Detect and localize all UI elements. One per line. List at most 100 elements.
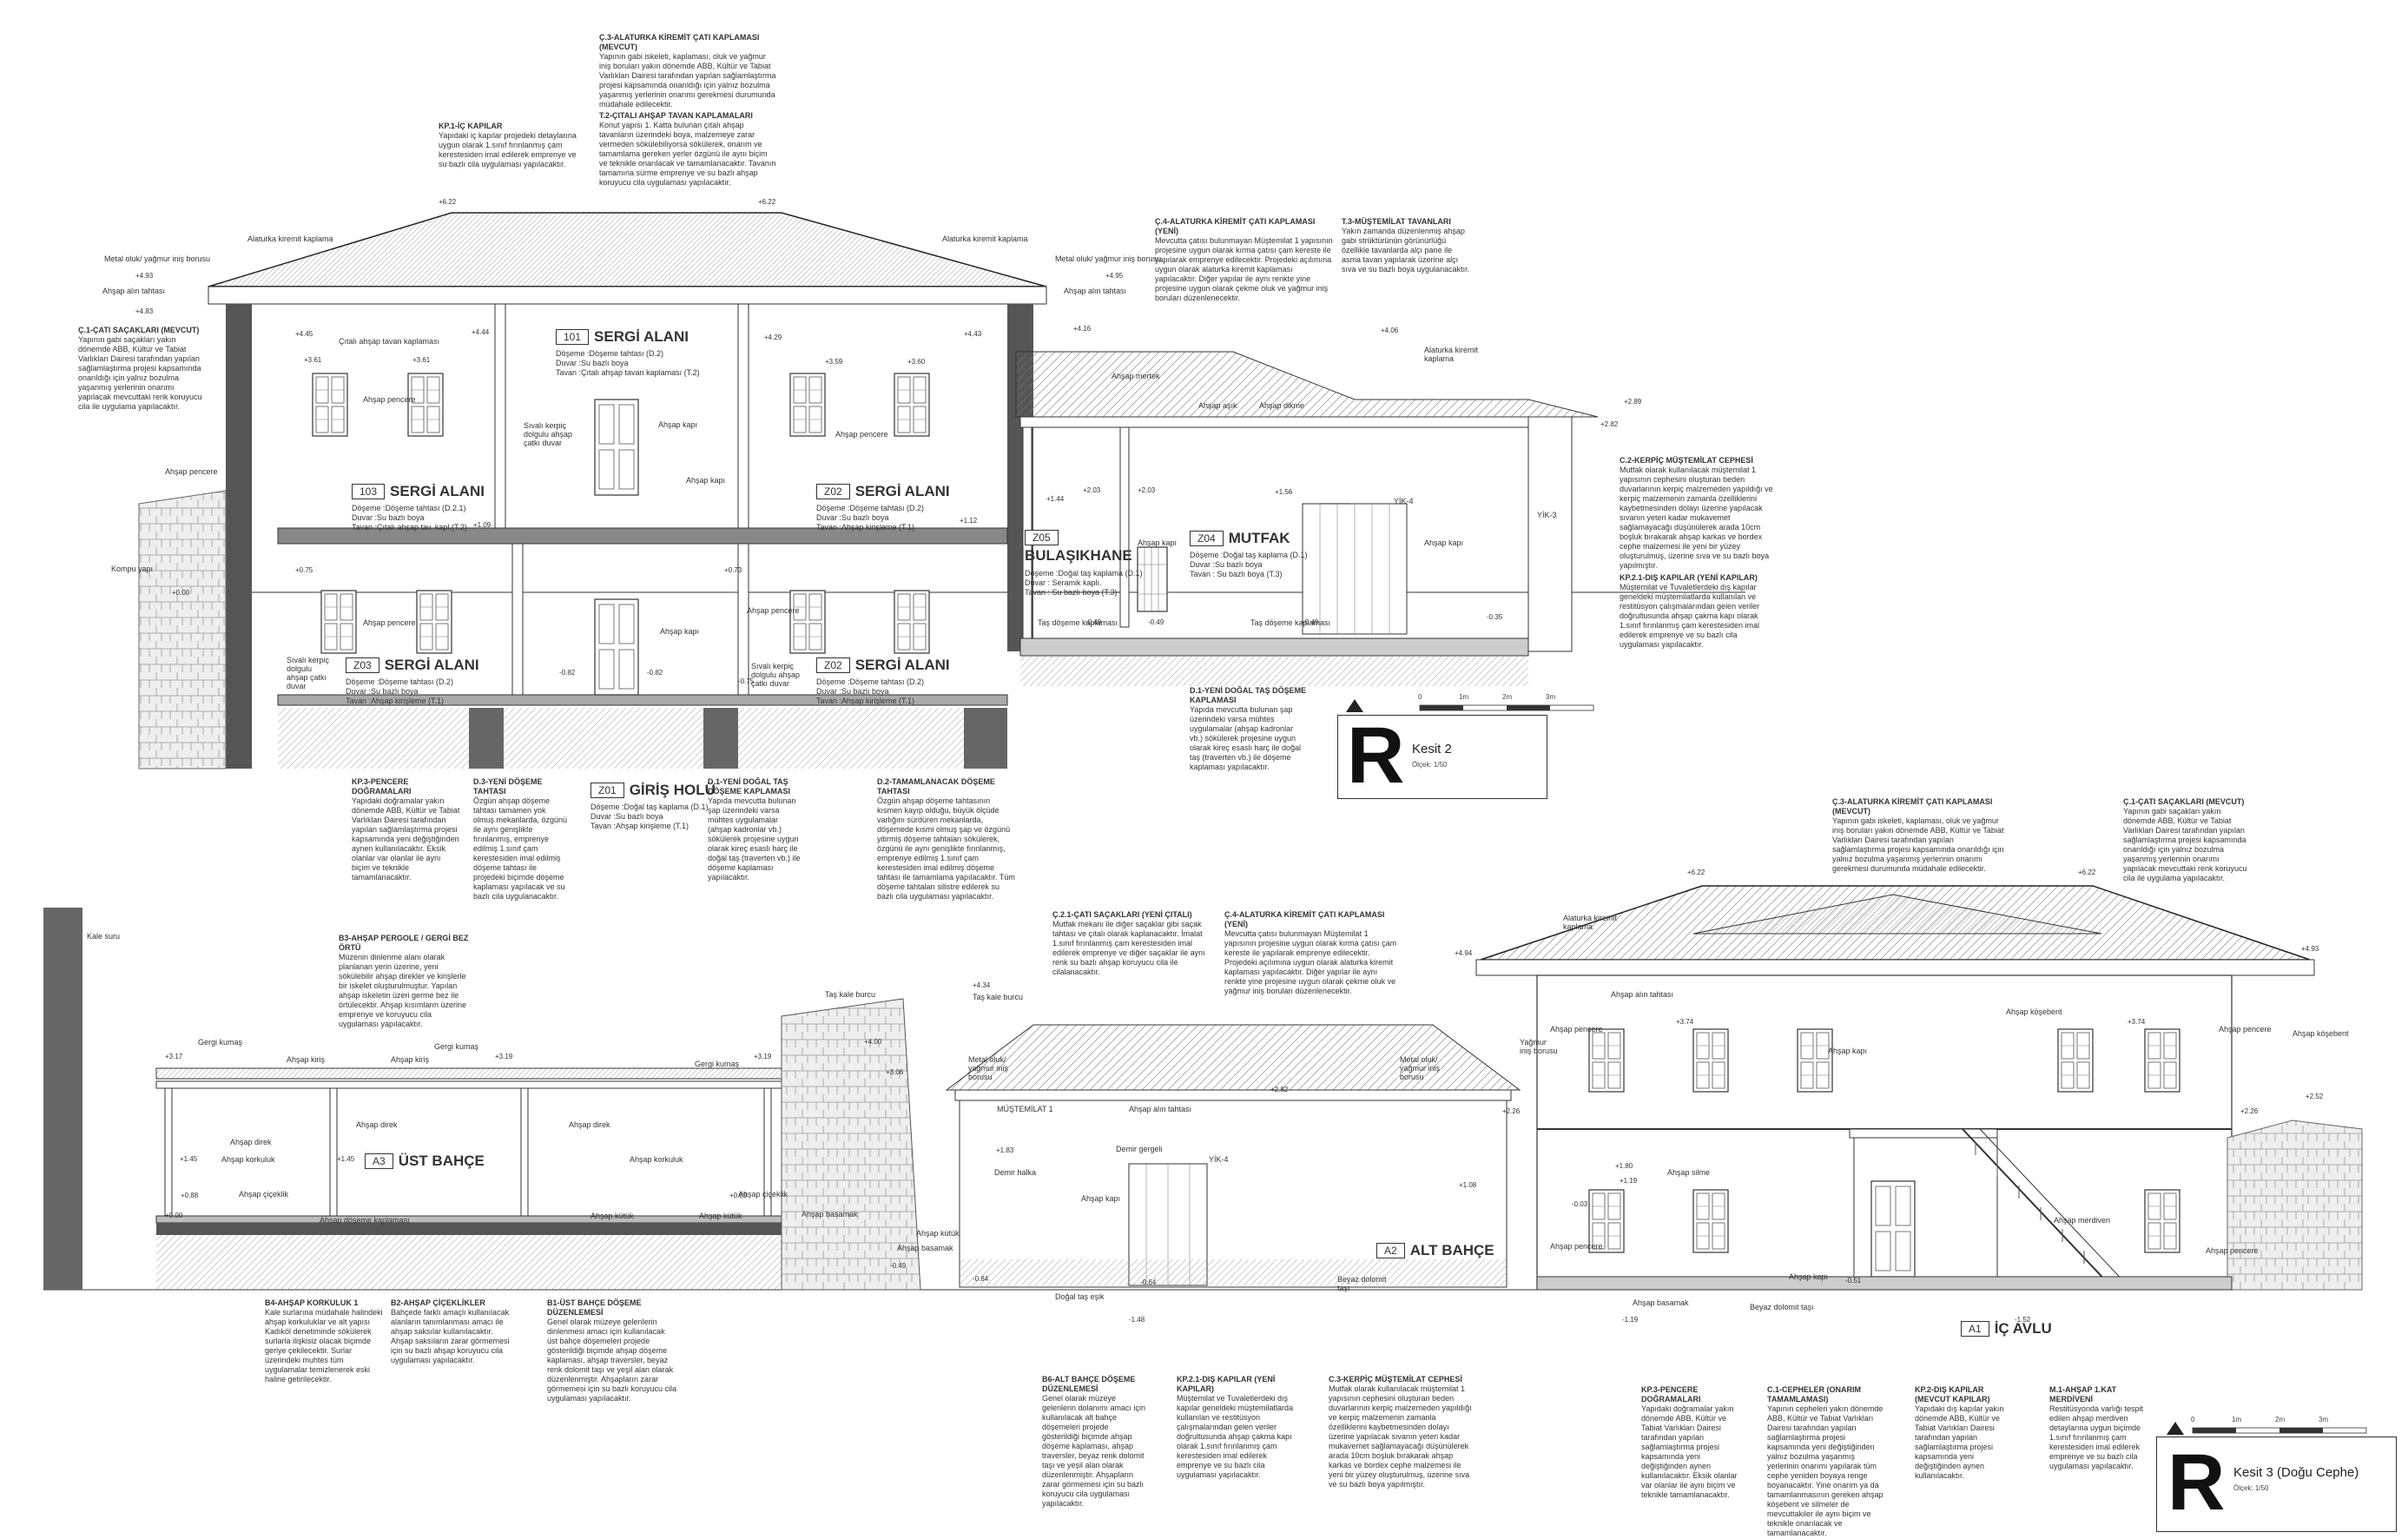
k3-scale-0: 0 xyxy=(2191,1416,2195,1423)
level-k3-32: -1.52 xyxy=(2015,1316,2031,1324)
level-k2-32: -0.75 xyxy=(738,677,755,685)
level-k2-29: -0.35 xyxy=(1487,613,1503,621)
tag-k3-28: Doğal taş eşik xyxy=(1055,1292,1105,1301)
room-103-desc: Döşeme :Döşeme tahtası (D.2.1)Duvar :Su … xyxy=(352,504,467,532)
level-k3-7: +3.74 xyxy=(2128,1018,2146,1026)
level-k2-16: +2.82 xyxy=(1600,420,1619,428)
level-k2-18: +2.03 xyxy=(1138,486,1156,494)
level-k2-4: +4.83 xyxy=(135,307,154,315)
kesit-3-title-letter: R xyxy=(2167,1438,2226,1527)
tag-k3-45: Beyaz dolomit taşı xyxy=(1750,1303,1814,1311)
tag-k3-9: Ahşap korkuluk xyxy=(221,1155,275,1164)
tag-k3-39: Ahşap silme xyxy=(1667,1168,1711,1177)
tag-k2-27: Ahşap pencere xyxy=(747,606,800,615)
level-k3-19: +1.45 xyxy=(337,1155,355,1163)
level-k3-18: +1.45 xyxy=(180,1155,198,1163)
room-z03-desc: Döşeme :Döşeme tahtası (D.2)Duvar :Su ba… xyxy=(346,677,454,705)
tag-k3-15: Ahşap kütük xyxy=(699,1212,742,1220)
level-k2-27: -0.49 xyxy=(1148,618,1164,626)
level-k3-17: +1.80 xyxy=(1615,1162,1633,1170)
note-c4b: Ç.4-ALATURKA KİREMİT ÇATI KAPLAMASI (YEN… xyxy=(1224,910,1397,995)
note-c1o: C.1-CEPHELER (ONARIM TAMAMLAMASI)Yapının… xyxy=(1767,1385,1884,1537)
tag-k3-22: Demir halka xyxy=(994,1168,1037,1177)
level-k3-5: +4.00 xyxy=(864,1038,882,1046)
level-k3-3: +4.94 xyxy=(1455,949,1473,957)
level-k2-11: +3.61 xyxy=(304,356,322,364)
level-k2-19: +1.56 xyxy=(1275,488,1293,496)
k3-scale-3: 3m xyxy=(2319,1416,2329,1423)
k2-scale-2: 2m xyxy=(1502,693,1513,701)
tag-k2-3: Ahşap alın tahtası xyxy=(102,287,166,295)
tag-k2-9: Ahşap kapı xyxy=(686,476,726,485)
tag-k3-25: Ahşap basamak xyxy=(802,1210,858,1219)
level-k3-15: +2.26 xyxy=(1502,1107,1521,1115)
note-kp21: KP.2.1-DIŞ KAPILAR (YENİ KAPILAR)Müştemi… xyxy=(1620,573,1760,649)
level-k2-21: +1.09 xyxy=(473,521,491,529)
tag-k2-7: Ahşap kapı xyxy=(658,420,698,429)
level-k2-6: +4.44 xyxy=(472,328,490,336)
tag-k3-31: Metal oluk/ yağmur iniş borusu xyxy=(1400,1055,1441,1081)
k2-scale-0: 0 xyxy=(1418,693,1422,701)
tag-k3-26: Ahşap basamak xyxy=(897,1244,953,1252)
tag-k2-22: Ahşap kapı xyxy=(1424,538,1464,547)
level-k2-2: +4.93 xyxy=(135,272,154,280)
kesit-2-section xyxy=(138,212,1745,770)
level-k3-14: +2.26 xyxy=(2240,1107,2259,1115)
tag-k3-41: Ahşap merdiven xyxy=(2054,1216,2111,1225)
tag-k3-13: Ahşap döşeme kaplaması xyxy=(320,1216,410,1225)
level-k3-6: +3.74 xyxy=(1676,1018,1694,1026)
level-k2-8: +4.29 xyxy=(764,334,782,341)
tag-k2-20: Taş döşeme kaplaması xyxy=(1250,618,1331,627)
level-k2-3: +4.95 xyxy=(1105,272,1124,280)
level-k3-22: +0.88 xyxy=(181,1192,199,1199)
tag-k3-5: Gergi kumaş xyxy=(695,1060,740,1068)
kesit-3-scale-label: Ölçek: 1/50 xyxy=(2233,1484,2269,1492)
level-k3-2: +4.93 xyxy=(2301,945,2319,953)
tag-k3-36: Ahşap pencere xyxy=(1550,1025,1603,1034)
level-k2-23: +0.75 xyxy=(295,566,313,574)
level-k3-28: -0.64 xyxy=(1140,1278,1157,1286)
kesit-2-title-letter: R xyxy=(1347,711,1405,800)
tag-k3-11: Ahşap çiçeklik xyxy=(239,1190,289,1199)
tag-k3-6: Ahşap direk xyxy=(230,1138,272,1146)
tag-k3-38: Ahşap kapı xyxy=(1828,1047,1868,1055)
tag-k2-11: Ahşap pencere xyxy=(835,430,888,439)
level-k2-1: +6.22 xyxy=(758,198,776,206)
level-k2-25: +0.00 xyxy=(172,589,190,597)
tag-k3-32: Ahşap alın tahtası xyxy=(1611,990,1674,999)
tag-k3-29: Beyaz dolomit taşı xyxy=(1337,1275,1387,1292)
tag-k2-21: Ahşap kapı xyxy=(1138,538,1178,547)
kesit-3-section xyxy=(43,885,2367,1435)
k2-scale-1: 1m xyxy=(1459,693,1469,701)
tag-k3-10: Ahşap korkuluk xyxy=(630,1155,683,1164)
tag-k3-37: Ahşap pencere xyxy=(2219,1025,2272,1034)
level-k3-1: +6.22 xyxy=(2078,869,2096,876)
room-z05-desc: Döşeme :Doğal taş kaplama (D.1)Duvar : S… xyxy=(1025,569,1143,597)
tag-k3-0: Kale suru xyxy=(87,932,121,941)
tag-k3-3: Gergi kumaş xyxy=(434,1042,479,1051)
tag-k2-12: Ahşap pencere xyxy=(363,618,416,627)
level-k2-20: +1.44 xyxy=(1046,495,1065,503)
k3-scale-2: 2m xyxy=(2275,1416,2286,1423)
tag-k2-10: Ahşap pencere xyxy=(363,395,416,404)
tag-k3-20: Ahşap alın tahtası xyxy=(1129,1105,1192,1113)
tag-k2-13: Ahşap pencere xyxy=(165,467,218,476)
level-k3-10: +3.17 xyxy=(165,1053,183,1060)
tag-k2-16: Ahşap aşık xyxy=(1198,401,1237,410)
tag-k3-14: Ahşap kütük xyxy=(590,1212,634,1220)
level-k3-13: +2.52 xyxy=(2306,1093,2324,1100)
